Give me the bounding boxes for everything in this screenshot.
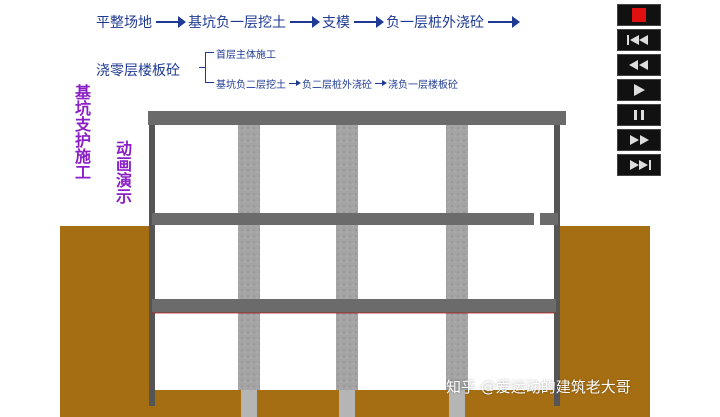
arrow-icon xyxy=(354,16,384,28)
stop-button[interactable] xyxy=(617,4,661,26)
arrow-icon xyxy=(289,80,301,86)
play-icon xyxy=(634,84,645,96)
flow-bracket xyxy=(205,52,216,83)
floor-slab-b2 xyxy=(152,299,556,313)
playback-controls xyxy=(617,4,661,179)
pile-1-foot xyxy=(241,390,257,417)
arrow-icon xyxy=(375,80,387,86)
right-retaining-wall xyxy=(554,122,560,406)
pile-3 xyxy=(446,122,468,390)
rewind-button[interactable] xyxy=(617,54,661,76)
sub-title: 动画演示 xyxy=(113,140,132,204)
flow-main-line: 平整场地 基坑负一层挖土 支模 负一层桩外浇砼 xyxy=(96,12,522,32)
flow-branch-b: 基坑负二层挖土 负二层桩外浇砼 浇负一层楼板砼 xyxy=(216,76,458,91)
skip-to-end-icon xyxy=(630,160,651,170)
roof-slab xyxy=(148,111,566,125)
pile-2-foot xyxy=(339,390,355,417)
skip-to-end-button[interactable] xyxy=(617,154,661,176)
pile-1 xyxy=(238,122,260,390)
flow-branch-root: 浇零层楼板砼 xyxy=(96,63,180,79)
flow-branch-a: 首层主体施工 xyxy=(216,50,276,61)
arrow-icon xyxy=(290,16,320,28)
stop-icon xyxy=(632,8,646,22)
watermark: 知乎 @爱运动的建筑老大哥 xyxy=(446,378,631,396)
skip-to-start-icon xyxy=(627,35,648,45)
rewind-icon xyxy=(629,60,648,70)
pause-icon xyxy=(634,110,644,120)
main-title: 基坑支护施工 xyxy=(72,84,91,180)
branch-b-step-1: 基坑负二层挖土 xyxy=(216,80,286,91)
fast-forward-button[interactable] xyxy=(617,129,661,151)
left-retaining-wall xyxy=(149,122,155,406)
flow-step-3: 支模 xyxy=(322,15,350,31)
floor-slab-b1 xyxy=(152,213,534,225)
pile-2 xyxy=(336,122,358,390)
floor-slab-b1-end xyxy=(540,213,558,225)
flow-step-1: 平整场地 xyxy=(96,15,152,31)
arrow-icon xyxy=(156,16,186,28)
flow-step-4: 负一层桩外浇砼 xyxy=(386,15,484,31)
branch-b-step-2: 负二层桩外浇砼 xyxy=(302,80,372,91)
branch-b-step-3: 浇负一层楼板砼 xyxy=(388,80,458,91)
fast-forward-icon xyxy=(630,135,649,145)
flow-step-2: 基坑负一层挖土 xyxy=(188,15,286,31)
arrow-icon xyxy=(488,16,520,28)
skip-to-start-button[interactable] xyxy=(617,29,661,51)
bracket-tick xyxy=(199,67,205,68)
pause-button[interactable] xyxy=(617,104,661,126)
play-button[interactable] xyxy=(617,79,661,101)
pile-3-foot xyxy=(449,390,465,417)
